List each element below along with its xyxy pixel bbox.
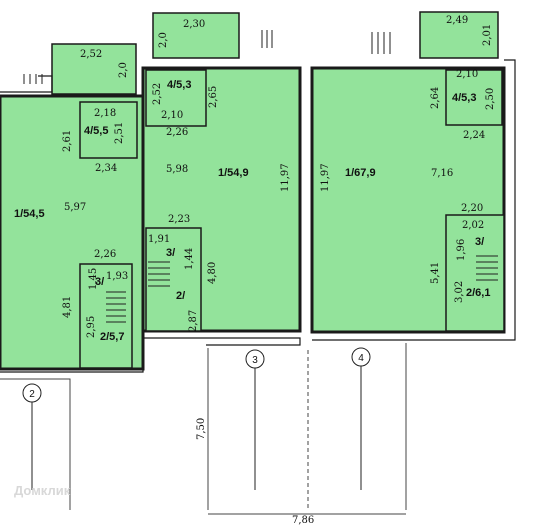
axis-label: 2	[29, 389, 35, 400]
room-label: 2/6,1	[466, 287, 490, 299]
dimension-label: 4,81	[62, 296, 73, 318]
room-left-balcony	[51, 43, 137, 95]
dimension-label: 2,18	[94, 108, 116, 119]
watermark: Домклик	[14, 483, 71, 498]
room-label: 4/5,5	[84, 125, 108, 137]
room-label: 2/5,7	[100, 331, 124, 343]
dimension-label: 2,20	[461, 203, 483, 214]
dimension-label: 2,24	[463, 130, 485, 141]
room-label: 3/	[166, 247, 175, 259]
room-right-balcony	[419, 11, 499, 59]
dimension-label: 2,01	[482, 24, 493, 46]
room-mid-balcony	[152, 12, 240, 59]
dimension-label: 7,16	[431, 168, 453, 179]
axis-label: 4	[358, 353, 364, 364]
dimension-label: 2,0	[158, 32, 169, 48]
dimension-label: 5,97	[64, 202, 86, 213]
dimension-label: 2,52	[80, 49, 102, 60]
dimension-label: 4,80	[207, 262, 218, 284]
dimension-label: 1,44	[184, 248, 195, 270]
room-label: 2/	[176, 290, 185, 302]
dimension-label: 2,02	[462, 220, 484, 231]
dimension-label: 7,86	[292, 515, 314, 525]
room-label: 3/	[475, 236, 484, 248]
dimension-label: 1,45	[88, 268, 99, 290]
dimension-label: 2,52	[152, 83, 163, 105]
dimension-label: 2,26	[94, 249, 116, 260]
dimension-label: 5,41	[430, 262, 441, 284]
dimension-label: 2,51	[114, 122, 125, 144]
dimension-label: 2,95	[86, 316, 97, 338]
dimension-label: 2,10	[456, 69, 478, 80]
room-label: 4/5,3	[167, 79, 191, 91]
dimension-label: 3,02	[454, 281, 465, 303]
axis-label: 3	[252, 355, 258, 366]
dimension-label: 2,64	[430, 87, 441, 109]
dimension-label: 2,87	[188, 310, 199, 332]
dimension-label: 1,96	[456, 239, 467, 261]
room-label: 1/54,9	[218, 167, 249, 179]
room-label: 3/	[95, 276, 104, 288]
room-mid-office	[145, 69, 207, 127]
dimension-label: 2,0	[118, 62, 129, 78]
room-left-office	[79, 101, 138, 159]
dimension-label: 7,50	[196, 418, 207, 440]
dimension-label: 2,50	[485, 88, 496, 110]
dimension-label: 1,91	[148, 234, 170, 245]
room-label: 1/67,9	[345, 167, 376, 179]
dimension-label: 2,34	[95, 163, 117, 174]
dimension-label: 2,23	[168, 214, 190, 225]
dimension-label: 2,65	[208, 86, 219, 108]
room-right-office	[445, 69, 503, 126]
dimension-label: 5,98	[166, 164, 188, 175]
dimension-label: 11,97	[280, 163, 291, 192]
dimension-label: 2,61	[62, 130, 73, 152]
room-label: 1/54,5	[14, 208, 45, 220]
dimension-label: 1,93	[106, 271, 128, 282]
dimension-label: 2,26	[166, 127, 188, 138]
dimension-label: 2,30	[183, 19, 205, 30]
dimension-label: 2,49	[446, 15, 468, 26]
dimension-label: 11,97	[320, 163, 331, 192]
dimension-label: 2,10	[161, 110, 183, 121]
room-label: 4/5,3	[452, 92, 476, 104]
room-right-wc	[445, 214, 505, 332]
